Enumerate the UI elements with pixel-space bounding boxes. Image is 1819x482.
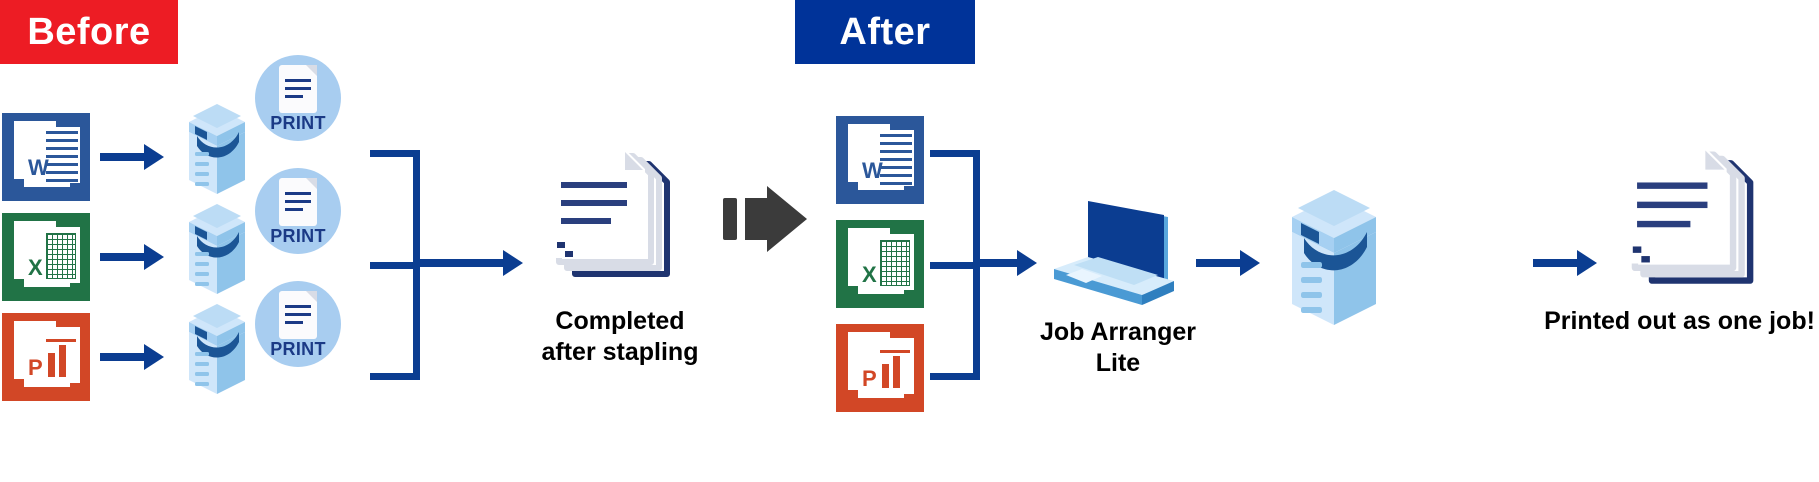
- print-document-icon: [279, 291, 317, 339]
- before-powerpoint-document-icon: P: [2, 313, 90, 401]
- after-powerpoint-document-icon: P: [836, 324, 924, 412]
- before-arrow-bracket-to-output: [413, 250, 523, 276]
- ppt-page-shadow: [858, 390, 904, 398]
- ppt-page-shadow: [24, 379, 70, 387]
- print-bubble-label: PRINT: [270, 339, 326, 359]
- transition-right-arrow-icon: [723, 186, 807, 252]
- after-banner-label: After: [839, 11, 931, 53]
- before-arrow-powerpoint-to-printer: [100, 344, 164, 370]
- print-document-icon: [279, 65, 317, 113]
- before-banner: Before: [0, 0, 178, 64]
- powerpoint-letter: P: [862, 366, 877, 391]
- excel-page-shadow: [858, 286, 904, 294]
- before-output-caption: Completed after stapling: [541, 307, 699, 366]
- word-ruled-lines-icon: [46, 131, 78, 187]
- word-page-shadow: [24, 179, 70, 187]
- dog-ear-icon: [306, 291, 317, 302]
- after-arrow-laptop-to-printer: [1196, 250, 1260, 276]
- word-page-front: [848, 124, 890, 182]
- after-arrow-bracket-to-laptop: [973, 250, 1037, 276]
- before-stapled-output-stack: [549, 150, 670, 277]
- excel-grid-icon: [880, 240, 910, 286]
- before-arrow-word-to-printer: [100, 144, 164, 170]
- dog-ear-icon: [306, 65, 317, 76]
- print-document-icon: [279, 178, 317, 226]
- print-bubble-label: PRINT: [270, 226, 326, 246]
- after-output-caption: Printed out as one job!: [1544, 307, 1815, 335]
- after-mfp-printer: [1292, 190, 1376, 325]
- before-excel-document-icon: X: [2, 213, 90, 301]
- before-mfp-printer-1: [189, 104, 245, 194]
- print-bubble-label: PRINT: [270, 113, 326, 133]
- powerpoint-letter: P: [28, 355, 43, 380]
- before-banner-label: Before: [27, 11, 151, 53]
- powerpoint-chart-icon: [46, 339, 76, 377]
- powerpoint-chart-icon: [880, 350, 910, 388]
- after-arrow-printer-to-output: [1533, 250, 1597, 276]
- after-word-document-icon: W: [836, 116, 924, 204]
- after-banner: After: [795, 0, 975, 64]
- word-page-shadow: [858, 182, 904, 190]
- job-arranger-caption: Job Arranger Lite: [1039, 318, 1197, 377]
- before-word-document-icon: W: [2, 113, 90, 201]
- dog-ear-icon: [306, 178, 317, 189]
- after-output-stack: [1624, 148, 1754, 284]
- excel-page-shadow: [24, 279, 70, 287]
- before-arrow-excel-to-printer: [100, 244, 164, 270]
- excel-letter: X: [28, 255, 43, 280]
- word-page-front: [14, 121, 56, 179]
- excel-grid-icon: [46, 233, 76, 279]
- word-letter: W: [28, 155, 49, 180]
- word-ruled-lines-icon: [880, 134, 912, 190]
- before-mfp-printer-2: [189, 204, 245, 294]
- excel-letter: X: [862, 262, 877, 287]
- after-excel-document-icon: X: [836, 220, 924, 308]
- job-arranger-laptop-icon: [1054, 201, 1174, 305]
- word-letter: W: [862, 158, 883, 183]
- before-mfp-printer-3: [189, 304, 245, 394]
